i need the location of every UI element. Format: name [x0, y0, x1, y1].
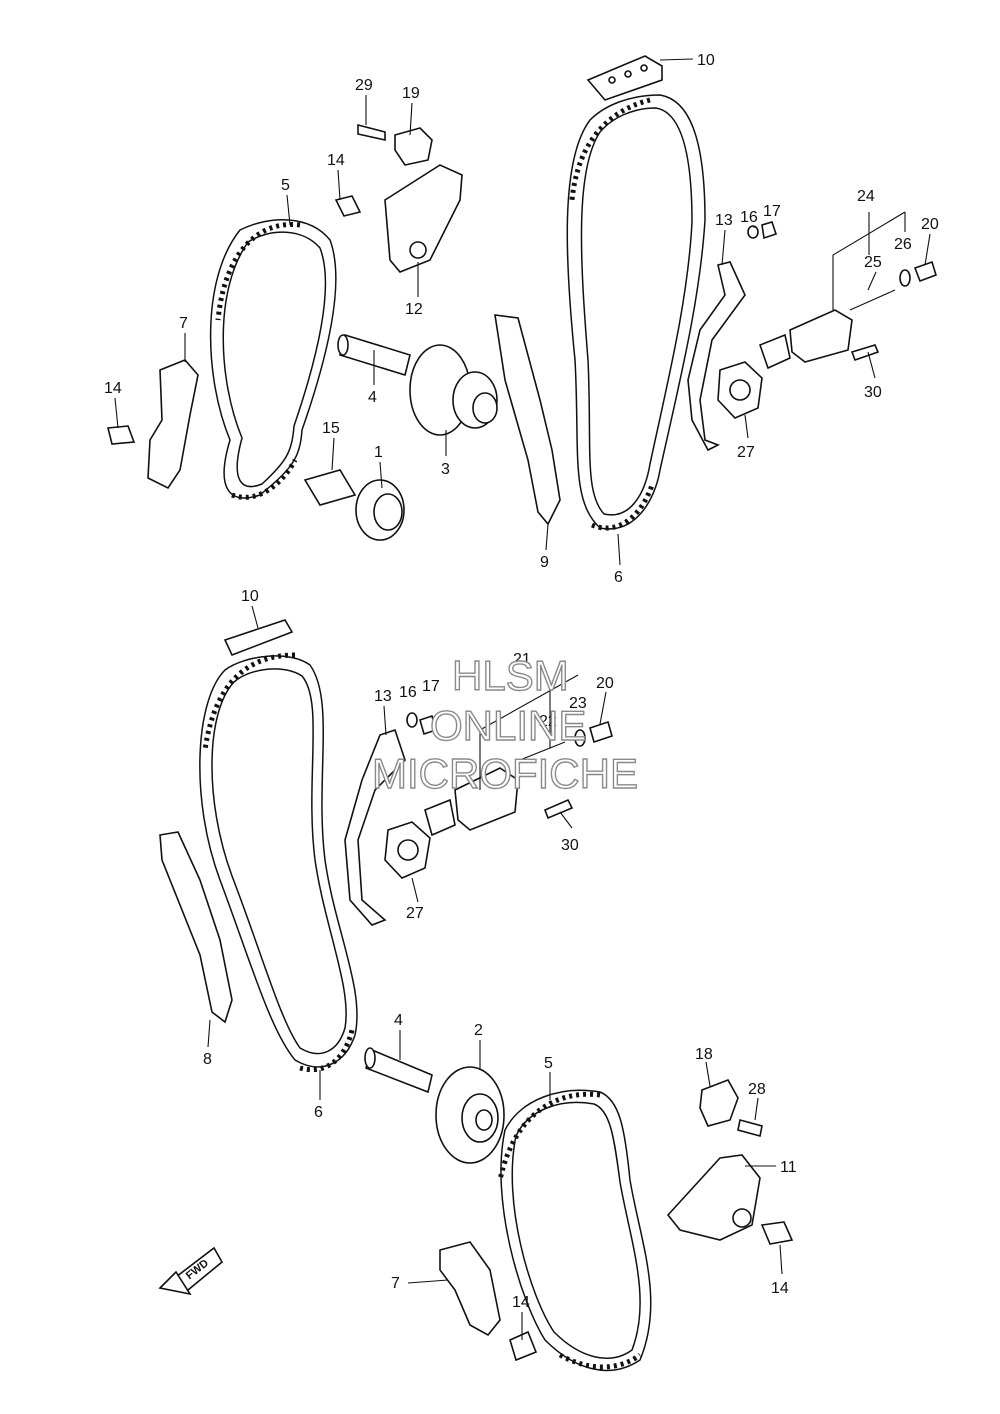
bolt-14-bottom: [509, 1330, 538, 1362]
callout-4: 4: [394, 1012, 403, 1029]
cam-chain-bottom-large-links: [202, 652, 355, 1073]
callout-13: 13: [374, 688, 392, 705]
callout-numbers: 29 19 14 5 12 7 14 4 15 1 3 10 13 16 17 …: [104, 52, 939, 1311]
callout-29: 29: [355, 77, 373, 94]
callout-13: 13: [715, 212, 733, 229]
watermark-line2: ONLINE: [430, 702, 586, 749]
washer-23: [574, 729, 586, 747]
shaft-4-top: [339, 333, 411, 377]
callout-27: 27: [737, 444, 755, 461]
callout-5: 5: [544, 1055, 553, 1072]
callout-4: 4: [368, 389, 377, 406]
bolt-14-left: [106, 425, 136, 445]
callout-2: 2: [474, 1022, 483, 1039]
cam-chain-top-right-inner: [580, 107, 693, 516]
callout-25: 25: [864, 254, 882, 271]
cam-chain-top-left: [209, 219, 337, 499]
callout-14: 14: [327, 152, 345, 169]
bolt-29: [357, 123, 386, 141]
cam-chain-bottom-large: [199, 655, 358, 1068]
callout-30: 30: [561, 837, 579, 854]
bolt-14-top: [334, 195, 362, 217]
chain-guide-7-bottom: [439, 1241, 501, 1337]
bolt-28: [737, 1119, 763, 1137]
callout-27: 27: [406, 905, 424, 922]
cam-chain-bottom-small-inner: [511, 1101, 641, 1359]
callout-7: 7: [391, 1275, 400, 1292]
callout-20: 20: [921, 216, 939, 233]
tensioner-adjuster-18: [699, 1079, 739, 1127]
callout-10: 10: [697, 52, 715, 69]
callout-7: 7: [179, 315, 188, 332]
chain-guide-10-top: [586, 55, 663, 101]
callout-5: 5: [281, 177, 290, 194]
cam-chain-bottom-small-links: [497, 1091, 642, 1370]
callout-14: 14: [104, 380, 122, 397]
tensioner-body-11: [666, 1154, 761, 1241]
chain-guide-7-top: [147, 359, 199, 490]
bolt-30-top: [850, 344, 880, 362]
cam-chain-top-right-links: [569, 97, 655, 531]
shaft-4-bottom: [364, 1048, 433, 1094]
spring-22: [514, 741, 566, 763]
callout-28: 28: [748, 1081, 766, 1098]
callout-14: 14: [512, 1294, 530, 1311]
callout-26: 26: [894, 236, 912, 253]
chain-guide-10-bottom: [223, 619, 294, 657]
callout-19: 19: [402, 85, 420, 102]
cam-chain-bottom-large-inner: [211, 668, 347, 1055]
callout-21: 21: [513, 651, 531, 668]
callout-3: 3: [441, 461, 450, 478]
callout-20: 20: [596, 675, 614, 692]
watermark-line1: HLSM: [452, 652, 569, 699]
callout-9: 9: [540, 554, 549, 571]
cam-tensioner-24: [789, 309, 853, 363]
callout-leaders: [114, 58, 931, 1340]
spring-25: [849, 289, 896, 311]
callout-6: 6: [314, 1104, 323, 1121]
bolt-20-bottom: [589, 720, 613, 744]
fwd-arrow-icon: FWD: [158, 1246, 224, 1296]
chain-guide-8: [159, 831, 233, 1024]
chain-guide-9: [494, 314, 561, 526]
tensioner-body-12: [384, 164, 463, 273]
callout-24: 24: [857, 188, 875, 205]
callout-15: 15: [322, 420, 340, 437]
watermark-line3: MICROFICHE: [372, 750, 638, 797]
callout-16: 16: [399, 684, 417, 701]
bolt-20-top: [913, 260, 937, 283]
callout-30: 30: [864, 384, 882, 401]
callout-23: 23: [569, 695, 587, 712]
callout-17: 17: [763, 203, 781, 220]
cam-tensioner-21: [454, 767, 519, 831]
callout-8: 8: [203, 1051, 212, 1068]
cam-chain-top-left-links: [215, 221, 301, 500]
callout-16: 16: [740, 209, 758, 226]
callout-14: 14: [771, 1280, 789, 1297]
callout-11: 11: [780, 1159, 797, 1176]
tensioner-arm-13-top: [687, 261, 746, 452]
tensioner-adjuster-19: [394, 127, 433, 166]
cam-chain-bottom-small: [500, 1089, 652, 1372]
watermark: HLSM ONLINE MICROFICHE: [371, 651, 638, 797]
callout-10: 10: [241, 588, 259, 605]
cam-chain-top-left-inner: [222, 231, 327, 488]
tensioner-arm-13-bottom: [344, 728, 406, 926]
idler-bolt-15: [303, 469, 357, 506]
bolt-14-right: [760, 1221, 794, 1245]
callout-12: 12: [405, 301, 423, 318]
callout-6: 6: [614, 569, 623, 586]
cam-chain-top-right: [566, 94, 706, 530]
washer-26: [899, 269, 911, 287]
callout-17: 17: [422, 678, 440, 695]
callout-18: 18: [695, 1046, 713, 1063]
callout-1: 1: [374, 444, 383, 461]
callout-22: 22: [539, 713, 557, 730]
bolt-30-bottom: [543, 798, 574, 820]
